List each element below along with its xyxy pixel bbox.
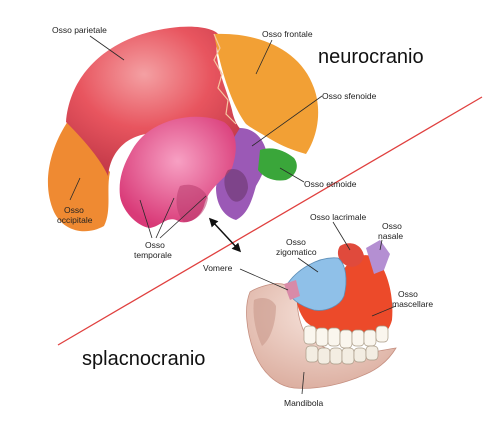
title-neurocranium: neurocranio [318,46,424,68]
occipital-bone [47,118,110,232]
divider-line [57,96,483,346]
label-sphenoid: Osso sfenoide [322,91,377,101]
lower-teeth [305,345,379,365]
label-zygomatic-1: Osso [286,237,306,247]
label-lacrimal: Osso lacrimale [310,212,366,222]
label-maxilla-2: mascellare [392,299,433,309]
frontal-bone [214,33,319,154]
label-frontal: Osso frontale [262,29,313,39]
mandible-ramus-shadow [253,298,276,346]
label-occipital-2: occipitale [57,215,93,225]
splanchnocranium-face [246,240,397,389]
lacrimal-bone [337,243,364,267]
temporal-bone [119,116,236,228]
label-parietal: Osso parietale [52,25,107,35]
coronal-suture [213,33,237,125]
label-zygomatic-2: zigomatico [276,247,317,257]
ethmoid-bone [258,148,297,181]
orbit-shadow [224,168,248,202]
neurocranium-skull [47,26,319,232]
title-splanchnocranium: splacnocranio [82,348,205,370]
upper-teeth [303,325,389,349]
nasal-bone [366,240,390,274]
label-ethmoid: Osso etmoide [304,179,357,189]
leader-lines [69,35,397,395]
bone-labels: Osso parietale Osso frontale Osso sfenoi… [52,25,433,408]
label-mandible: Mandibola [284,398,323,408]
label-occipital-1: Osso [64,205,84,215]
label-nasal-1: Osso [382,221,402,231]
vomer-bone [284,280,300,300]
label-temporal-1: Osso [145,240,165,250]
separation-arrow [208,217,242,253]
label-nasal-2: nasale [378,231,403,241]
temporal-shadow [176,184,208,222]
label-vomer: Vomere [203,263,233,273]
label-maxilla-1: Osso [398,289,418,299]
zygomatic-bone [285,257,347,311]
label-temporal-2: temporale [134,250,172,260]
